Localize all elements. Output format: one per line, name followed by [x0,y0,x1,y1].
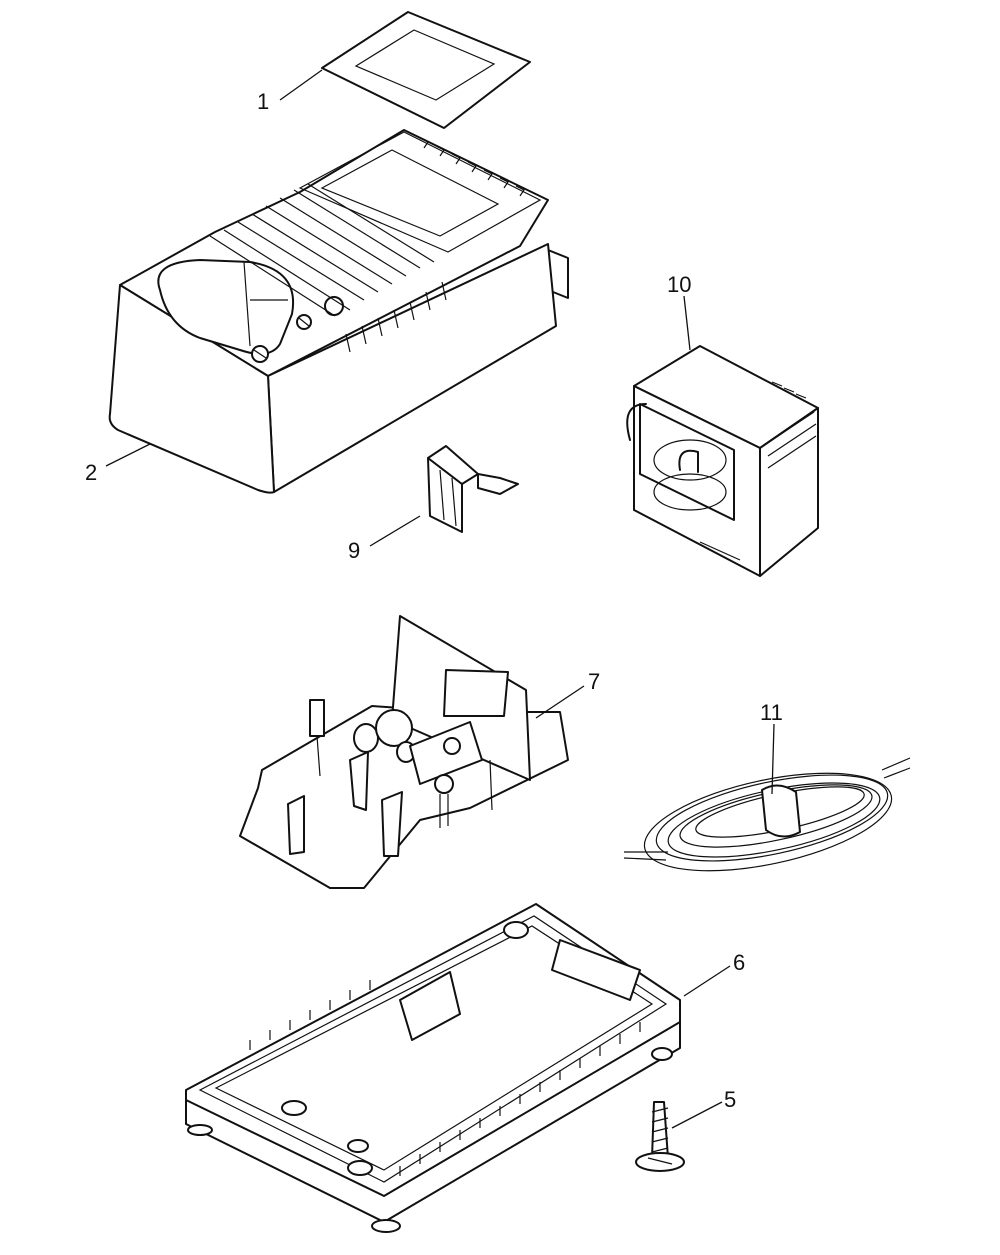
part-6-base-housing [185,903,681,1233]
part-5-screw [635,1101,685,1172]
callout-1: 1 [257,89,270,114]
leader-line-6 [683,965,731,997]
leader-line-9 [369,515,421,547]
part-2-charger-housing [108,129,569,494]
callout-2: 2 [85,460,98,485]
part-7-circuit-board [239,615,569,889]
leader-line-10 [683,295,691,351]
leader-line-11 [771,723,775,795]
part-1-label-plate [321,11,531,129]
part-11-wire-coil [623,757,911,872]
leader-line-1 [279,69,323,101]
callout-10: 10 [667,272,692,297]
callout-11: 11 [760,700,783,725]
callout-7: 7 [588,669,601,694]
callout-5: 5 [724,1087,737,1112]
part-9-terminal-clip [427,445,519,533]
callout-6: 6 [733,950,746,975]
leader-line-5 [671,1101,723,1129]
part-10-transformer [626,345,819,577]
leader-line-7 [535,685,585,719]
leader-line-2 [105,443,151,467]
callout-9: 9 [348,538,361,563]
